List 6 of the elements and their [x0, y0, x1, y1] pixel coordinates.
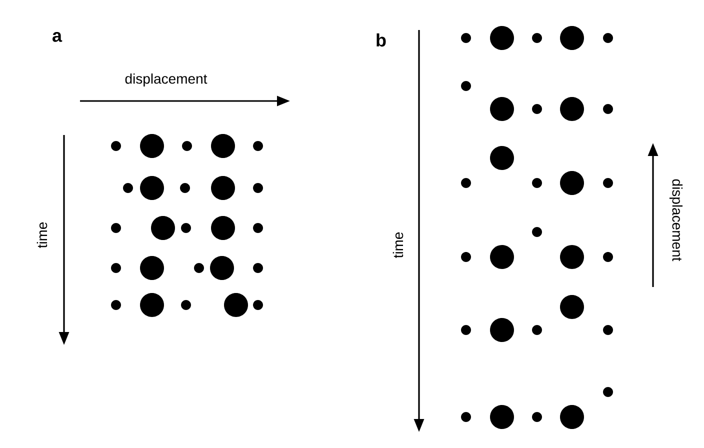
axis-label: time: [392, 232, 404, 258]
panel-letter: b: [376, 33, 386, 47]
axis-label: displacement: [125, 73, 208, 87]
axis-label: displacement: [669, 179, 683, 262]
axis-label: time: [36, 222, 48, 248]
panel-letter: a: [52, 32, 62, 42]
